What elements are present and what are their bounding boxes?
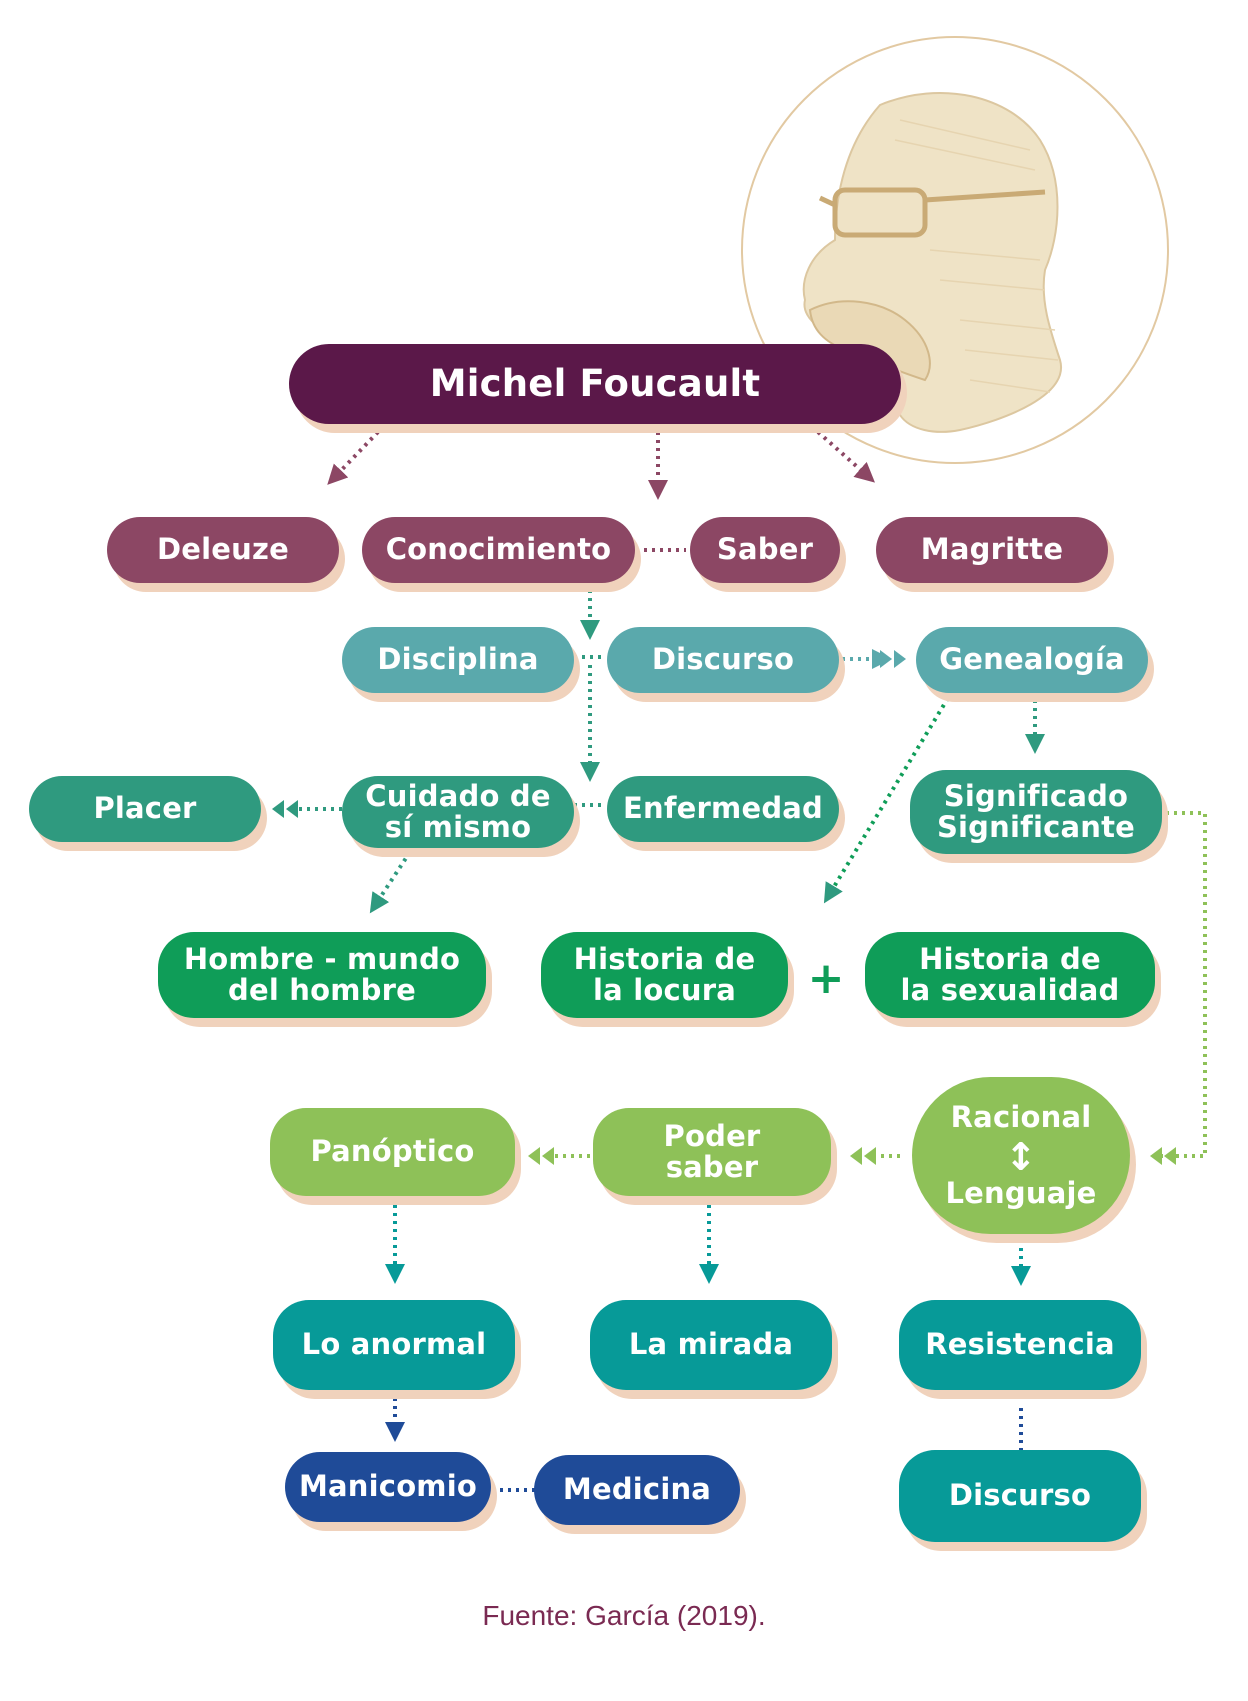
node-significado: Significado Significante	[910, 770, 1162, 854]
node-placer: Placer	[29, 776, 261, 842]
updown-arrow-icon: ↕	[1004, 1134, 1038, 1179]
node-magritte: Magritte	[876, 517, 1108, 583]
node-cuidado: Cuidado de sí mismo	[342, 776, 574, 848]
connector-foucault-magritte	[816, 430, 875, 483]
title-node: Michel Foucault	[289, 344, 901, 424]
node-discurso-bottom: Discurso	[899, 1450, 1141, 1542]
node-lo-anormal: Lo anormal	[273, 1300, 515, 1390]
node-conocimiento: Conocimiento	[362, 517, 635, 583]
node-saber: Saber	[690, 517, 840, 583]
racional-label: Racional	[950, 1099, 1092, 1134]
connector-significado-racional	[1150, 811, 1207, 1158]
node-deleuze: Deleuze	[107, 517, 339, 583]
node-historia-locura: Historia de la locura	[541, 932, 788, 1018]
node-medicina: Medicina	[534, 1455, 740, 1525]
node-panoptico: Panóptico	[270, 1108, 515, 1196]
node-manicomio: Manicomio	[285, 1452, 491, 1522]
node-discurso-top: Discurso	[607, 627, 839, 693]
node-la-mirada: La mirada	[590, 1300, 832, 1390]
node-historia-sexualidad: Historia de la sexualidad	[865, 932, 1155, 1018]
source-caption: Fuente: García (2019).	[482, 1600, 766, 1631]
node-disciplina: Disciplina	[342, 627, 574, 693]
node-racional-lenguaje: Racional ↕ Lenguaje	[912, 1077, 1130, 1234]
lenguaje-label: Lenguaje	[945, 1175, 1097, 1210]
node-genealogia: Genealogía	[916, 627, 1148, 693]
plus-sign: +	[807, 952, 845, 1004]
node-resistencia: Resistencia	[899, 1300, 1141, 1390]
connector-cuidado-hombre	[369, 850, 412, 914]
node-enfermedad: Enfermedad	[607, 776, 839, 842]
node-poder-saber: Poder saber	[593, 1108, 831, 1196]
node-hombre: Hombre - mundo del hombre	[158, 932, 486, 1018]
connector-foucault-deleuze	[327, 430, 380, 485]
